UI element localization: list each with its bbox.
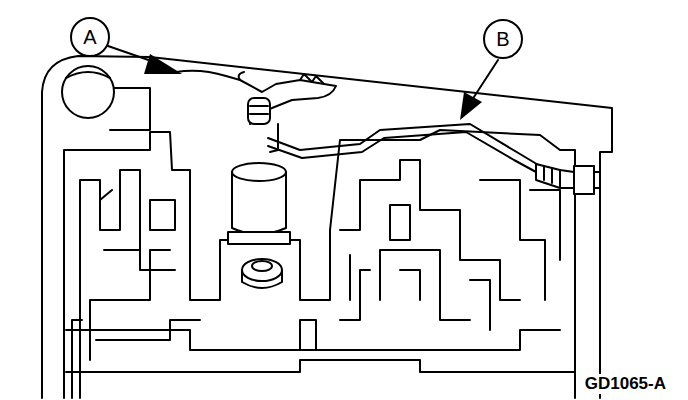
case-inner	[64, 130, 575, 398]
arrowhead	[460, 92, 482, 120]
leader-line	[472, 60, 498, 100]
accumulator-cylinder	[62, 66, 114, 118]
wire-clip	[176, 71, 336, 124]
arrowhead	[144, 54, 182, 74]
callout-letter: B	[496, 29, 509, 49]
case-outline	[42, 56, 612, 398]
harness-connector	[536, 164, 574, 188]
wire-harness	[268, 124, 540, 166]
callout-letter: A	[83, 27, 96, 47]
callout-circle: B	[483, 19, 523, 59]
figure-code: GD1065-A	[583, 374, 668, 394]
fitting	[242, 259, 282, 281]
callout-circle: A	[70, 17, 110, 57]
